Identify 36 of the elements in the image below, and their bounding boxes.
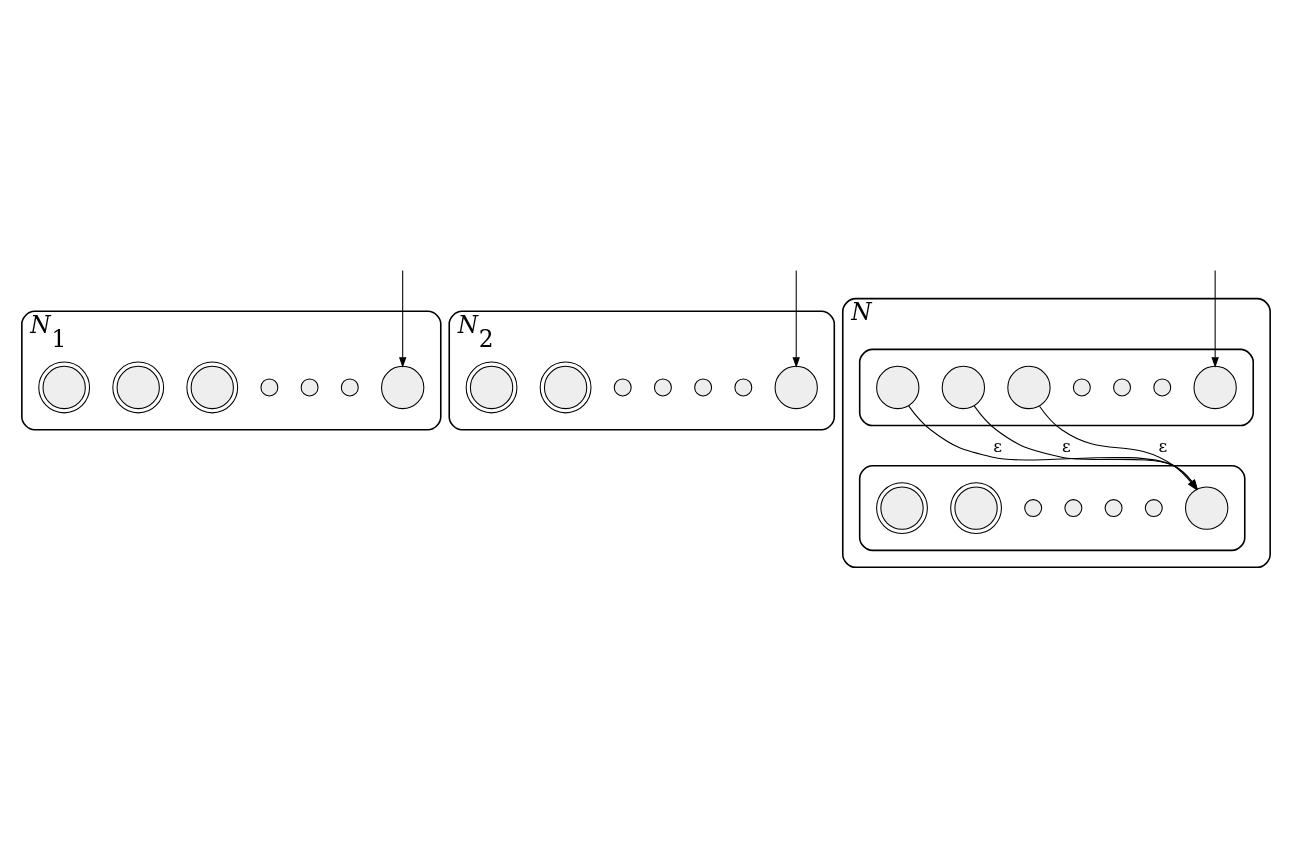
arrow bbox=[1211, 270, 1219, 368]
node-circle bbox=[941, 365, 986, 410]
node-doublecircle bbox=[950, 482, 1002, 534]
node-circle bbox=[1104, 499, 1123, 518]
node-doublecircle bbox=[112, 361, 165, 414]
node-circle bbox=[1153, 378, 1172, 397]
node-circle bbox=[1193, 365, 1237, 410]
cluster bbox=[858, 464, 1246, 552]
edge-label: ε bbox=[1062, 435, 1071, 456]
node-circle bbox=[340, 378, 359, 397]
node-circle bbox=[1064, 499, 1083, 518]
node-circle bbox=[734, 378, 753, 397]
node-circle bbox=[613, 378, 632, 397]
node-circle bbox=[1113, 378, 1132, 397]
node-doublecircle bbox=[38, 361, 91, 414]
node-doublecircle bbox=[876, 482, 928, 534]
edge-label: ε bbox=[1158, 435, 1168, 456]
arrow bbox=[398, 270, 407, 368]
node-circle bbox=[876, 365, 920, 410]
node-doublecircle bbox=[186, 361, 239, 414]
node-circle bbox=[653, 378, 672, 397]
node-circle bbox=[1024, 499, 1043, 518]
node-circle bbox=[1185, 486, 1229, 530]
node-circle bbox=[1144, 499, 1163, 518]
cluster bbox=[858, 348, 1255, 427]
node-doublecircle bbox=[539, 361, 592, 414]
node-doublecircle bbox=[465, 361, 518, 414]
node-circle bbox=[1072, 378, 1091, 397]
node-circle bbox=[1007, 365, 1051, 410]
node-circle bbox=[694, 378, 713, 397]
node-circle bbox=[774, 365, 818, 410]
arrow bbox=[792, 270, 800, 368]
node-circle bbox=[381, 365, 425, 410]
edge-label: ε bbox=[993, 435, 1003, 456]
node-circle bbox=[300, 378, 319, 397]
node-circle bbox=[260, 378, 279, 397]
